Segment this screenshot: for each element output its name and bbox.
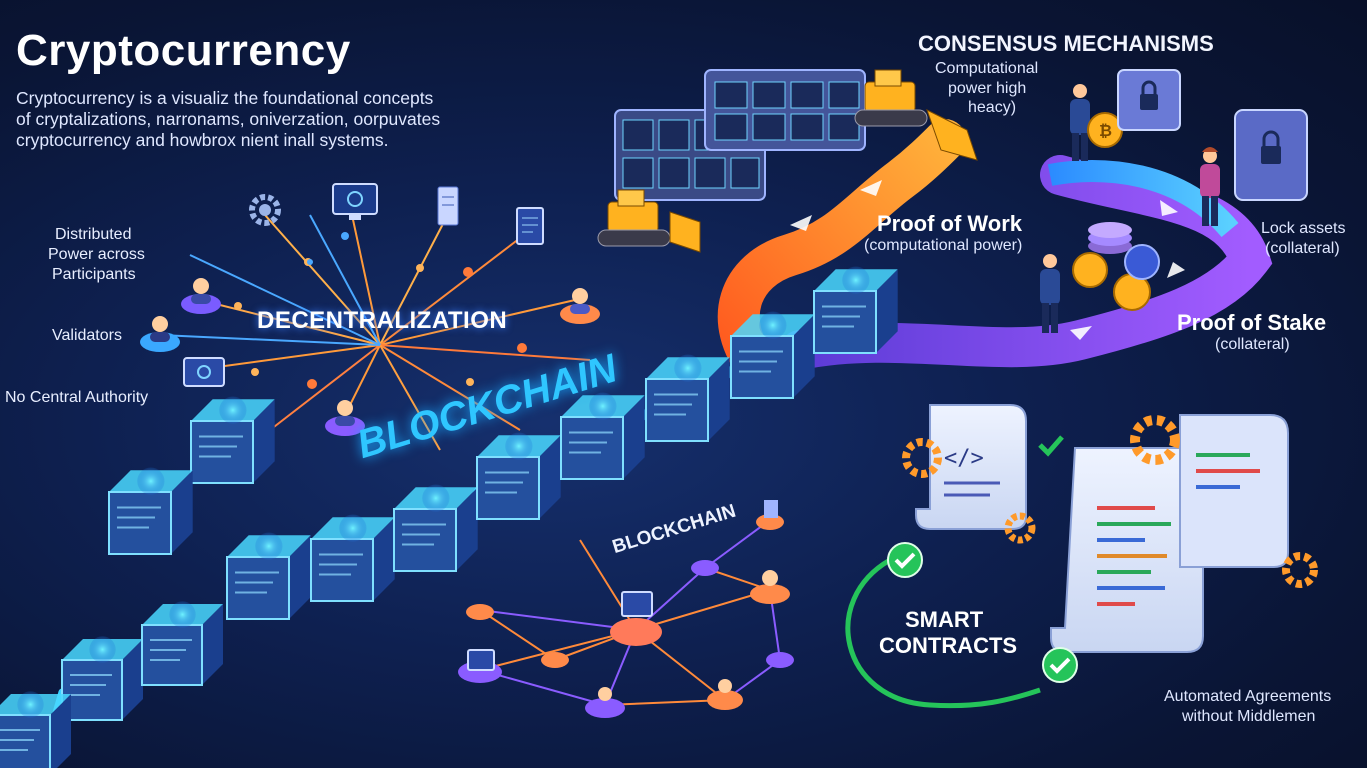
blockchain-block (476, 432, 561, 520)
proof-of-stake-path (780, 155, 1273, 370)
consensus-note-line3: heacy) (968, 99, 1017, 116)
safe-icon (1234, 109, 1308, 201)
user-icon (181, 278, 221, 314)
label-distributed-line2: Power across (48, 246, 145, 263)
proof-of-work-title: Proof of Work (877, 211, 1023, 236)
lock-assets-collateral: (collateral) (1265, 240, 1340, 257)
intro-text: Cryptocurrency is a visualiz the foundat… (16, 88, 441, 150)
user-icon (140, 316, 180, 352)
blockchain-block (310, 514, 395, 602)
monitor-icon (332, 183, 378, 220)
proof-of-work-path (717, 119, 966, 391)
lock-icon (1117, 69, 1181, 131)
lock-assets-label: Lock assets (1261, 220, 1346, 237)
smart-contract-loop (845, 557, 1041, 709)
smart-contracts-caption-line2: without Middlemen (1182, 708, 1316, 725)
blockchain-block (0, 691, 71, 768)
checkmark-icon (1042, 647, 1078, 683)
blockchain-block (813, 266, 898, 354)
proof-of-work-caption: (computational power) (864, 237, 1023, 254)
blockchain-block (141, 601, 223, 686)
blockchain-block (61, 636, 143, 721)
network-nodes (458, 500, 794, 718)
server-icon (437, 186, 459, 226)
blockchain-block (108, 467, 193, 555)
label-validators: Validators (52, 327, 122, 344)
proof-of-stake-title: Proof of Stake (1177, 310, 1327, 335)
label-distributed-line1: Distributed (55, 226, 132, 243)
bulldozer-icon (597, 189, 701, 253)
user-icon (560, 288, 600, 324)
coin-icon: ₿ (1087, 112, 1123, 148)
mining-rig-icon (614, 69, 866, 201)
svg-text:₿: ₿ (1099, 122, 1112, 140)
checkmark-icon (1038, 435, 1064, 457)
consensus-note-line1: Computational (935, 60, 1039, 77)
gear-icon (902, 415, 1318, 588)
person-icon (1040, 254, 1060, 333)
user-icon (325, 400, 365, 436)
heading-consensus-mechanisms: CONSENSUS MECHANISMS (918, 31, 1214, 56)
coin-stack-icon (1072, 222, 1160, 311)
path-arrows (790, 180, 1185, 340)
consensus-note-line2: power high (948, 80, 1027, 97)
document-icon (516, 207, 544, 245)
heading-contracts: CONTRACTS (879, 633, 1018, 658)
blockchain-block (560, 392, 645, 480)
heading-decentralization: DECENTRALIZATION (257, 307, 508, 334)
blockchain-block (730, 311, 815, 399)
label-no-central-authority: No Central Authority (5, 389, 149, 406)
blockchain-block (190, 396, 275, 484)
contract-scroll-icon (1179, 414, 1289, 568)
contract-scroll-icon: </> (915, 404, 1027, 530)
blockchain-block (226, 532, 311, 620)
proof-of-stake-caption: (collateral) (1215, 336, 1290, 353)
heading-smart: SMART (905, 607, 984, 632)
svg-text:</>: </> (944, 446, 984, 471)
person-icon (1070, 84, 1090, 161)
blockchain-block (645, 354, 730, 442)
person-icon (1200, 147, 1220, 226)
monitor-icon (183, 357, 225, 387)
label-distributed-line3: Participants (52, 266, 136, 283)
smart-contracts-caption-line1: Automated Agreements (1164, 688, 1332, 705)
bulldozer-icon (854, 69, 978, 161)
blockchain-block (393, 484, 478, 572)
gear-icon (249, 194, 281, 226)
page-title: Cryptocurrency (16, 26, 351, 75)
decentralization-rays (159, 214, 591, 451)
checkmark-icon (887, 542, 923, 578)
stake-return-path (1047, 159, 1239, 238)
